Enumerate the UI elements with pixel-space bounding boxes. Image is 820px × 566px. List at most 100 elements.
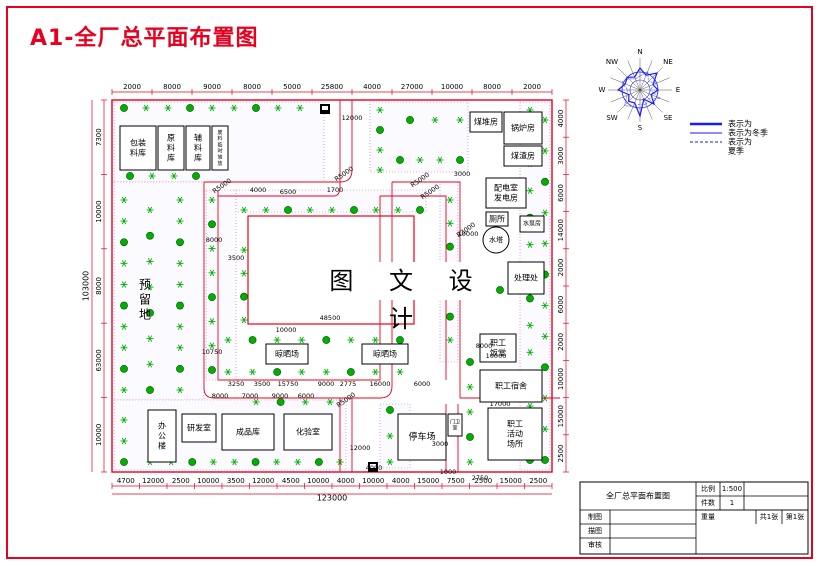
legend-label: 表示为 (728, 119, 752, 129)
building-lab: 化验室 (283, 413, 333, 451)
tree-icon (371, 336, 379, 344)
tree-icon (142, 104, 150, 112)
tree-icon (120, 260, 128, 267)
building-label: 成品库 (236, 427, 260, 437)
building-label: 原 (167, 134, 175, 143)
dim-total-width: 123000 (317, 494, 348, 503)
tree-icon (416, 206, 424, 214)
tree-icon (248, 336, 257, 344)
building-label: 处理处 (514, 273, 538, 283)
dim-right-label: 6000 (557, 296, 565, 314)
building-label: 活动 (507, 429, 523, 439)
tree-icon (466, 433, 474, 441)
dim-top-label: 2000 (123, 83, 141, 91)
tree-icon (120, 458, 128, 466)
dim-right-label: 14000 (557, 219, 565, 241)
tree-icon (176, 260, 184, 267)
tree-icon (466, 358, 474, 366)
tree-icon (146, 258, 154, 265)
dim-left-label: 8000 (95, 277, 103, 295)
tree-icon (296, 104, 304, 112)
tree-icon (466, 458, 474, 466)
tree-icon (240, 270, 248, 277)
tree-icon (416, 156, 424, 164)
buildings: 包装料库原料库辅料库废料临时堆放煤堆房锅炉房煤渣房配电室发电房厕所水泵房处理处预… (119, 104, 545, 472)
tree-icon (328, 206, 336, 214)
gate-icon (320, 104, 330, 114)
dim-left-label: 7300 (95, 128, 103, 146)
tree-icon (164, 104, 172, 112)
title-block-weight-label: 重量 (701, 513, 715, 521)
building-label: 室 (452, 425, 457, 432)
tree-icon (446, 196, 454, 204)
dim-bottom-label: 4000 (392, 477, 410, 485)
tree-icon (208, 366, 216, 374)
tree-icon (541, 147, 549, 155)
building-label: 包装 (130, 138, 146, 148)
tree-icon (176, 386, 184, 394)
building-label: 研发室 (187, 423, 211, 433)
compass-label-nw: NW (606, 58, 618, 66)
building-label: 临 (217, 141, 222, 148)
tree-icon (406, 116, 414, 124)
tree-icon (126, 172, 134, 180)
road-edge (203, 182, 393, 399)
tree-icon (252, 398, 260, 406)
tree-icon (120, 196, 128, 204)
building-water-pump: 水泵房 (519, 215, 545, 233)
tree-icon (446, 242, 454, 251)
building-label: 晾晒场 (373, 349, 397, 359)
dim-top-label: 5000 (283, 83, 301, 91)
tree-icon (146, 206, 154, 214)
tree-icon (208, 104, 216, 112)
tree-icon (120, 281, 128, 288)
building-coal-yard: 煤堆房 (469, 111, 503, 133)
watermark-text: 图 文 设 计 (322, 262, 494, 333)
building-label: 辅 (194, 133, 202, 143)
tree-icon (541, 209, 549, 216)
building-toilet: 厕所 (485, 211, 509, 227)
tree-icon (496, 286, 504, 294)
dim-bottom-label: 4500 (282, 477, 300, 485)
tree-icon (372, 206, 380, 214)
dim-top-label: 9000 (203, 83, 221, 91)
tree-icon (251, 458, 260, 466)
tree-icon (120, 416, 128, 424)
title-block-row-label: 描图 (588, 526, 602, 535)
tree-icon (240, 316, 248, 324)
tree-icon (208, 342, 216, 349)
tree-icon (386, 432, 394, 440)
tree-icon (526, 241, 534, 248)
tree-icon (456, 156, 464, 164)
dim-inner-label: 2750 (472, 474, 489, 482)
tree-icon (146, 283, 154, 291)
dim-inner-label: 3000 (432, 440, 449, 448)
tree-icon (322, 336, 331, 344)
building-label: 发电房 (494, 193, 518, 203)
building-boiler-room: 锅炉房 (503, 111, 543, 145)
dim-bottom-label: 4700 (117, 477, 135, 485)
building-label: 办 (158, 421, 166, 431)
tree-icon (376, 126, 384, 134)
dim-bottom-label: 7500 (447, 477, 465, 485)
dim-top-label: 2000 (523, 83, 541, 91)
tree-icon (376, 166, 384, 174)
dim-bottom-label: 2500 (529, 477, 547, 485)
tree-icon (394, 206, 402, 214)
dim-left-label: 10000 (95, 424, 103, 446)
tree-icon (466, 408, 474, 416)
tree-icon (541, 302, 549, 309)
building-guard: 门卫室 (447, 413, 463, 437)
dim-inner-label: 7000 (242, 392, 259, 400)
tree-icon (262, 206, 270, 214)
dim-right-label: 2000 (557, 333, 565, 351)
dim-top-label: 4000 (363, 83, 381, 91)
building-label: 楼 (158, 441, 166, 451)
building-label: 停车场 (408, 431, 435, 443)
dim-radius-label: R5000 (409, 171, 431, 190)
tree-icon (146, 231, 154, 240)
tree-icon (431, 116, 439, 124)
tree-icon (224, 368, 232, 376)
